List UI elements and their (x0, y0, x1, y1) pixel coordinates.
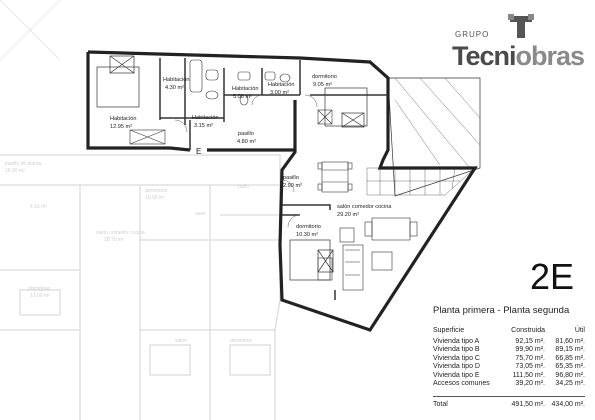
room-label-area: 2.90 m² (283, 183, 302, 189)
brand-name-main: Tecni (452, 41, 517, 71)
brand-group-label: GRUPO (455, 30, 490, 39)
room-label-name: Habitación (163, 77, 189, 83)
room-label-name: Habitación (110, 116, 136, 122)
svg-text:aseo: aseo (195, 211, 206, 217)
room-label-name: Habitación (232, 86, 258, 92)
svg-text:12.00 m²: 12.00 m² (30, 293, 50, 299)
row-useful: 65,35 m². (555, 363, 585, 371)
room-label-name: pasillo (238, 131, 254, 137)
row-name: Vivienda tipo E (433, 371, 480, 379)
table-row: Accesos comunes 39,20 m². 34,25 m². (433, 380, 585, 388)
room-label-name: Habitación (268, 82, 294, 88)
room-label-name: dormitorio (312, 74, 337, 80)
living-furniture (339, 217, 418, 291)
room-label-name: dormitorio (296, 224, 321, 230)
table-row: Vivienda tipo E 111,50 m². 96,80 m². (433, 372, 585, 380)
table-row: Vivienda tipo B 99,90 m². 89,15 m². (433, 346, 585, 354)
bed-icons (96, 55, 368, 281)
row-name: Vivienda tipo D (433, 363, 480, 371)
row-name: Vivienda tipo C (433, 354, 480, 362)
svg-text:dormitorio: dormitorio (145, 188, 167, 194)
room-label-name: Habitación (192, 115, 218, 121)
row-built: 92,15 m². (515, 338, 545, 345)
entrance-marker: E (196, 147, 201, 156)
svg-text:28.70 m²: 28.70 m² (104, 237, 124, 243)
row-useful: 81,60 m². (555, 338, 585, 345)
total-built: 491,50 m². (511, 401, 545, 409)
row-built: 75,70 m². (515, 354, 545, 362)
row-built: 99,90 m². (515, 346, 545, 354)
table-divider (433, 396, 585, 398)
ghost-neighbour-plan (0, 0, 281, 420)
room-labels: Habitación 12.95 m² Habitación 4.30 m² H… (110, 74, 392, 238)
brand-name-accent: obras (515, 41, 586, 71)
room-label-area: 12.95 m² (110, 124, 132, 130)
table-row: Vivienda tipo C 75,70 m². 66,85 m². (433, 355, 585, 363)
bathroom-fixtures (189, 59, 291, 106)
unit-code: 2E (530, 256, 575, 297)
room-label-area: 3.15 m² (194, 123, 213, 129)
svg-text:10.00 m²: 10.00 m² (145, 195, 165, 201)
room-label-area: 4.80 m² (237, 139, 256, 145)
header-useful: Útil (574, 327, 585, 334)
svg-text:dormitorio: dormitorio (28, 286, 50, 292)
tecniobras-t-mark-icon (508, 14, 534, 38)
brand-name: Tecniobras (452, 41, 586, 72)
wardrobe-icons (129, 109, 333, 281)
row-useful: 96,80 m². (555, 371, 585, 379)
terrace-outline (387, 77, 481, 197)
row-useful: 66,85 m². (555, 354, 585, 362)
svg-text:baño: baño (238, 184, 249, 190)
row-name: Vivienda tipo A (433, 338, 480, 345)
svg-text:16.20 m²: 16.20 m² (5, 168, 25, 174)
row-built: 73,05 m². (515, 363, 545, 371)
header-built: Construida (511, 327, 545, 334)
dining-set (317, 161, 353, 193)
interior-walls (159, 58, 388, 300)
header-surface: Superficie (433, 327, 465, 334)
table-row: Vivienda tipo A 92,15 m². 81,60 m². (433, 338, 585, 346)
row-built: 111,50 m². (512, 371, 545, 379)
table-row: Vivienda tipo D 73,05 m². 65,35 m². (433, 363, 585, 371)
room-label-area: 3.00 m² (270, 90, 289, 96)
plan-title: Planta primera - Planta segunda (433, 305, 570, 316)
svg-text:pasillo de planta: pasillo de planta (5, 161, 41, 167)
area-table: Superficie Construida Útil Vivienda tipo… (433, 327, 585, 410)
row-built: 39,20 m². (515, 379, 545, 387)
room-label-name: pasillo (283, 175, 299, 181)
room-label-area: 5.00 m² (233, 94, 252, 100)
room-label-area: 29.20 m² (337, 212, 359, 218)
brand-logo: GRUPO Tecniobras (452, 14, 587, 72)
room-label-area: 9.05 m² (313, 82, 332, 88)
door-swings (174, 94, 318, 228)
total-useful: 434,00 m². (551, 401, 585, 409)
svg-text:salón: salón (175, 338, 187, 344)
row-useful: 34,25 m². (555, 379, 585, 387)
row-name: Accesos comunes (433, 379, 490, 387)
svg-text:salón comedor cocina: salón comedor cocina (96, 230, 145, 236)
ghost-neighbour-labels: pasillo de planta 16.20 m² 4.15 m² dormi… (5, 161, 252, 344)
room-label-area: 10.30 m² (296, 232, 318, 238)
area-table-header: Superficie Construida Útil (433, 327, 585, 338)
svg-text:4.15 m²: 4.15 m² (30, 204, 47, 210)
total-name: Total (433, 401, 448, 409)
svg-text:dormitorio: dormitorio (230, 338, 252, 344)
row-useful: 89,15 m². (555, 346, 585, 354)
room-label-name: salón comedor cocina (337, 204, 392, 210)
table-total-row: Total 491,50 m². 434,00 m². (433, 401, 585, 409)
room-label-area: 4.30 m² (165, 85, 184, 91)
row-name: Vivienda tipo B (433, 346, 480, 354)
